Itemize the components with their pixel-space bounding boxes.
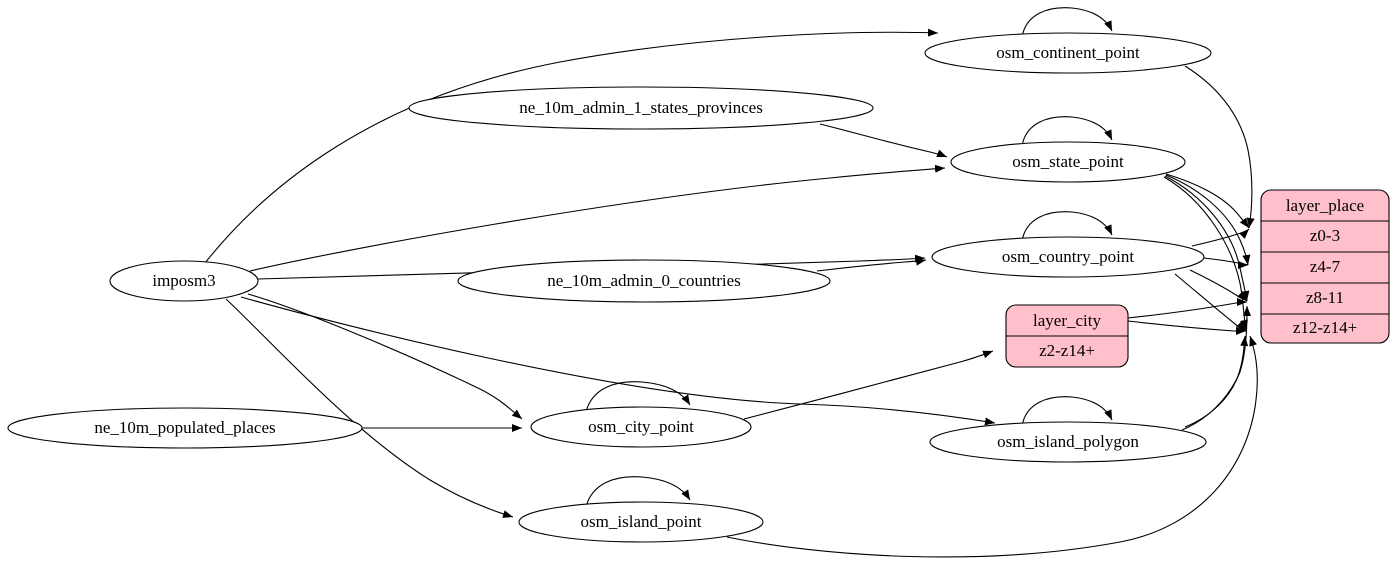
- node-label: imposm3: [152, 271, 215, 290]
- edge-osm_country_point-to-layer_place-z4-7: [1203, 257, 1249, 269]
- edge-ne_10m_admin_1_states_provinces-to-osm_state_point: [819, 123, 948, 158]
- edge-osm_island_polygon-self-loop: [1021, 396, 1113, 427]
- node-label: osm_island_point: [581, 512, 702, 531]
- node-osm_island_polygon[interactable]: osm_island_polygon: [929, 421, 1207, 463]
- edge-osm_continent_point-to-layer_place-z0-3: [1184, 65, 1255, 229]
- edge-layer_city-to-layer_place-z8-11: [1127, 298, 1248, 319]
- edge-osm_city_point-to-layer_city-z2-z14+: [743, 350, 994, 420]
- node-osm_country_point[interactable]: osm_country_point: [931, 236, 1205, 278]
- node-ne_10m_admin_0_countries[interactable]: ne_10m_admin_0_countries: [457, 259, 831, 303]
- edge-imposm3-to-osm_state_point: [249, 164, 946, 272]
- edge-osm_state_point-self-loop: [1021, 116, 1113, 147]
- node-ne_10m_populated_places[interactable]: ne_10m_populated_places: [7, 407, 363, 449]
- edge-osm_state_point-to-layer_place-z4-7: [1165, 174, 1251, 266]
- edge-layer: [204, 7, 1258, 558]
- record-node-layer_city[interactable]: layer_city z2-z14+: [1005, 304, 1129, 368]
- edge-osm_island_polygon-to-layer_place-z8-11: [1181, 305, 1251, 431]
- edge-imposm3-to-osm_island_point: [225, 298, 514, 518]
- edge-osm_state_point-to-layer_place-z8-11: [1164, 175, 1250, 302]
- node-osm_continent_point[interactable]: osm_continent_point: [924, 32, 1212, 74]
- node-imposm3[interactable]: imposm3: [109, 260, 259, 302]
- record-node-layer: layer_place z0-3 z4-7 z8-11 z12-z14+ lay…: [1005, 189, 1390, 368]
- edge-ne_10m_admin_0_countries-to-osm_country_point: [816, 257, 927, 272]
- node-osm_island_point[interactable]: osm_island_point: [518, 501, 764, 543]
- node-label: osm_island_polygon: [997, 432, 1139, 451]
- node-label: ne_10m_admin_1_states_provinces: [519, 98, 763, 117]
- record-row-z12-z14plus[interactable]: z12-z14+: [1293, 318, 1357, 337]
- edge-osm_state_point-to-layer_place-z0-3: [1165, 173, 1250, 229]
- node-label: osm_state_point: [1012, 152, 1124, 171]
- edge-osm_country_point-self-loop: [1021, 211, 1113, 242]
- node-osm_state_point[interactable]: osm_state_point: [950, 141, 1186, 183]
- edge-osm_island_point-self-loop: [585, 476, 691, 508]
- node-label: ne_10m_populated_places: [94, 418, 275, 437]
- record-row-z2-z14plus[interactable]: z2-z14+: [1039, 341, 1095, 360]
- node-label: osm_country_point: [1002, 247, 1134, 266]
- edge-imposm3-to-osm_island_polygon: [240, 296, 996, 426]
- node-osm_city_point[interactable]: osm_city_point: [530, 406, 752, 448]
- node-label: osm_continent_point: [996, 43, 1140, 62]
- edge-osm_city_point-self-loop: [585, 381, 691, 413]
- record-row-title: layer_place: [1286, 196, 1364, 215]
- edge-imposm3-to-osm_continent_point: [204, 28, 939, 264]
- edge-osm_country_point-to-layer_place-z12-z14+: [1174, 273, 1247, 332]
- record-row-z8-11[interactable]: z8-11: [1306, 288, 1344, 307]
- record-row-z0-3[interactable]: z0-3: [1310, 226, 1340, 245]
- edge-osm_continent_point-self-loop: [1021, 7, 1113, 38]
- edge-osm_island_point-to-layer_place-z12-z14+: [726, 335, 1258, 558]
- record-row-z4-7[interactable]: z4-7: [1310, 257, 1341, 276]
- node-layer: imposm3 ne_10m_populated_places ne_10m_a…: [7, 32, 1212, 543]
- record-node-layer_place[interactable]: layer_place z0-3 z4-7 z8-11 z12-z14+: [1260, 189, 1390, 344]
- node-ne_10m_admin_1_states_provinces[interactable]: ne_10m_admin_1_states_provinces: [408, 86, 874, 130]
- node-label: ne_10m_admin_0_countries: [547, 271, 741, 290]
- edge-osm_island_polygon-to-layer_place-z12-z14+: [1184, 335, 1249, 428]
- record-row-title: layer_city: [1033, 311, 1101, 330]
- edge-layer_city-to-layer_place-z12-z14+: [1127, 320, 1246, 335]
- edge-imposm3-to-osm_city_point: [247, 293, 523, 420]
- edge-osm_country_point-to-layer_place-z0-3: [1191, 228, 1250, 247]
- node-label: osm_city_point: [588, 417, 694, 436]
- layer_place-body: [1260, 189, 1390, 344]
